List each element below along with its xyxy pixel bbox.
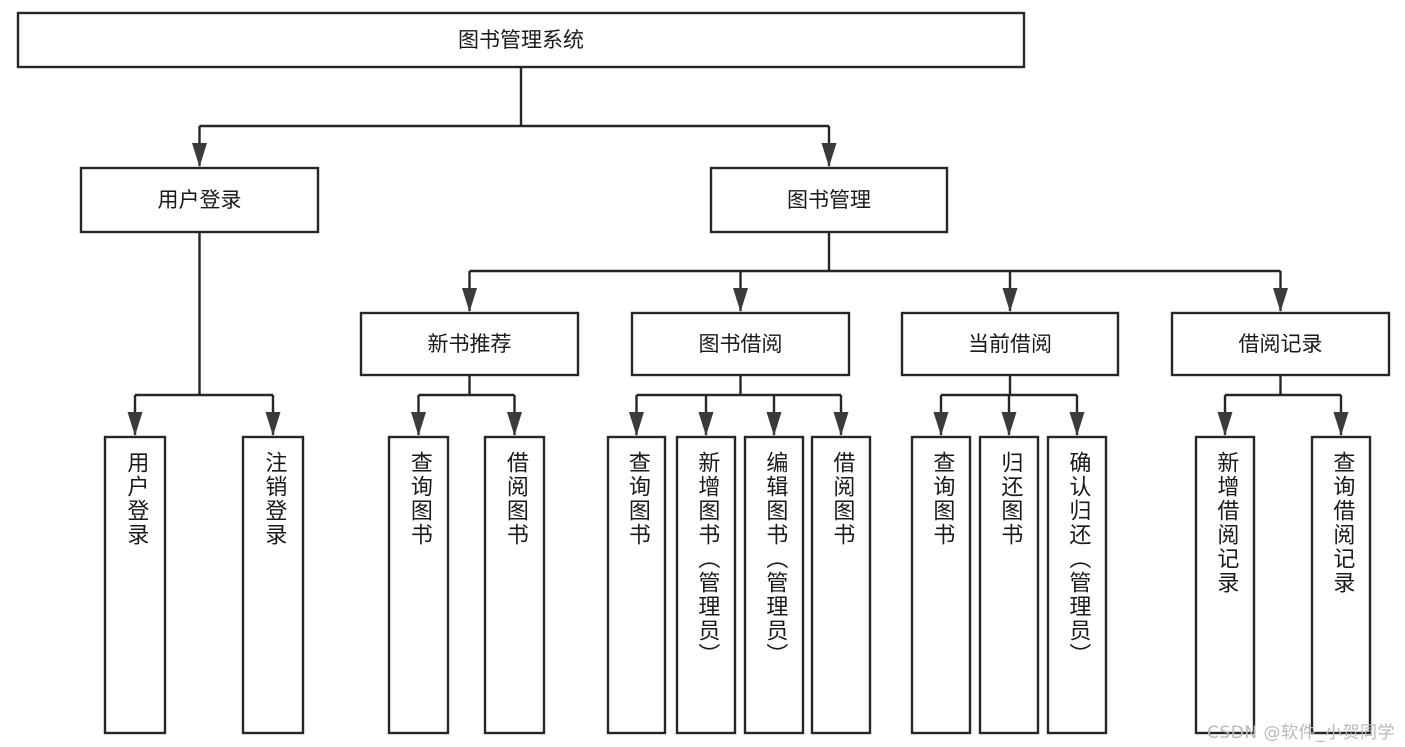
connector-arrowhead <box>411 412 426 436</box>
node-box-注销登录[interactable] <box>241 435 305 735</box>
connector-arrowhead <box>192 143 207 167</box>
node-label-图书管理系统: 图书管理系统 <box>458 28 584 52</box>
connector-arrowhead <box>766 412 782 436</box>
connector-arrowhead <box>698 412 714 436</box>
node-box-用户登录[interactable] <box>103 435 167 735</box>
node-box-借阅图书[interactable] <box>810 435 872 735</box>
node-label-用户登录: 用户登录 <box>158 188 242 212</box>
node-box-查询借阅记录[interactable] <box>1310 435 1372 735</box>
connector-arrowhead <box>1069 412 1085 436</box>
node-label-借阅记录: 借阅记录 <box>1239 332 1323 356</box>
node-box-查询图书[interactable] <box>606 435 667 735</box>
connector-arrowhead <box>1333 412 1349 436</box>
connector-arrowhead <box>1002 288 1018 312</box>
node-box-编辑图书管理员[interactable] <box>743 435 805 735</box>
node-box-借阅图书[interactable] <box>483 435 546 735</box>
connector-arrowhead <box>933 412 949 436</box>
connector-arrowhead <box>1001 412 1017 436</box>
node-label-新书推荐: 新书推荐 <box>428 332 512 356</box>
connector-arrowhead <box>629 412 644 436</box>
csdn-watermark: CSDN @软件_小贺同学 <box>1207 723 1395 743</box>
connector-arrowhead <box>833 412 849 436</box>
node-box-查询图书[interactable] <box>910 435 972 735</box>
node-box-查询图书[interactable] <box>387 435 450 735</box>
node-box-确认归还管理员[interactable] <box>1046 435 1108 735</box>
node-box-新书推荐[interactable] <box>359 311 580 377</box>
connector-arrowhead <box>507 412 522 436</box>
node-box-归还图书[interactable] <box>978 435 1040 735</box>
node-box-新增借阅记录[interactable] <box>1194 435 1256 735</box>
node-box-图书管理系统[interactable] <box>16 11 1026 69</box>
node-box-用户登录[interactable] <box>79 166 320 234</box>
node-label-图书管理: 图书管理 <box>787 188 871 212</box>
connector-arrowhead <box>462 288 477 312</box>
node-box-图书借阅[interactable] <box>630 311 851 377</box>
node-box-新增图书管理员[interactable] <box>675 435 737 735</box>
node-box-layer <box>16 11 1391 735</box>
connector-arrowhead <box>127 412 143 436</box>
connector-arrowhead <box>821 143 837 167</box>
connector-layer <box>127 67 1349 436</box>
node-box-借阅记录[interactable] <box>1170 311 1391 377</box>
node-label-图书借阅: 图书借阅 <box>699 332 783 356</box>
connector-arrowhead <box>733 288 748 312</box>
connector-arrowhead <box>1217 412 1233 436</box>
node-box-当前借阅[interactable] <box>900 311 1120 377</box>
connector-arrowhead <box>1273 288 1288 312</box>
connector-arrowhead <box>265 412 281 436</box>
node-box-图书管理[interactable] <box>709 166 949 234</box>
node-label-当前借阅: 当前借阅 <box>968 332 1052 356</box>
